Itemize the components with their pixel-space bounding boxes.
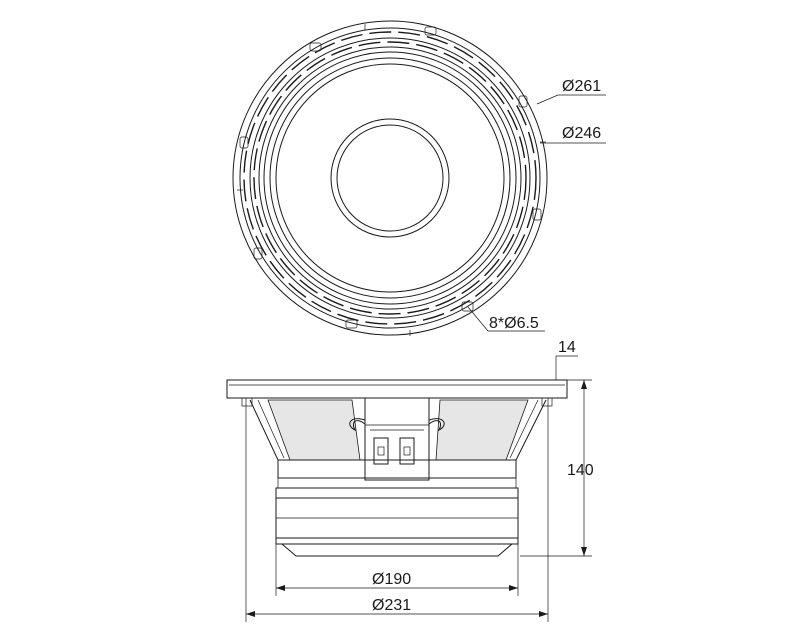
dim-140-arrow-top [581,380,587,389]
dim-231-arrow-left [246,611,255,617]
top-plate [275,487,519,499]
leader-frame-outer [536,94,559,105]
dim-190-arrow-left [276,585,285,591]
surround-outer [253,41,527,315]
mounting-hole [309,42,322,52]
dust-cap-inner [336,124,444,232]
surround-ring-2 [263,51,517,305]
dim-140-arrow-bottom [581,547,587,556]
mounting-holes [239,26,542,329]
frame-outer-ring [232,20,548,336]
basket-band [277,459,517,479]
back-plate [275,537,519,545]
spider-left [349,418,366,432]
flange-outer [226,379,568,399]
mounting-hole [345,319,358,329]
mounting-hole [239,136,249,149]
dimension-lines [245,355,592,622]
basket-right-inner [509,399,539,459]
mounting-hole [518,95,528,108]
front-view [232,20,606,336]
flange-step-right [541,397,553,407]
label-overall-depth: 140 [567,462,594,479]
terminal-left [373,437,389,465]
label-cutout-diameter: Ø231 [372,597,411,614]
label-magnet-diameter: Ø190 [372,571,411,588]
label-mounting-holes: 8*Ø6.5 [489,315,539,332]
frame-ring-3 [249,37,531,319]
terminal-right-inner [403,446,411,456]
basket-left-inner [257,399,285,459]
terminal-right [399,437,415,465]
leader-holes [467,306,489,332]
surround-ring-3 [269,57,511,299]
flange-step-left [241,397,253,407]
center-pole [364,397,430,481]
mounting-hole [461,301,474,312]
mounting-hole-track [243,31,537,325]
dim-231-arrow-right [539,611,548,617]
surround-ring-1 [258,46,522,310]
terminal-left-inner [377,446,385,456]
mounting-hole [532,208,542,221]
cone-left [267,399,361,461]
dim-190-arrow-right [509,585,518,591]
cone-edge [275,63,505,293]
cone-right [435,399,529,461]
frame-ring-2 [239,27,541,329]
mounting-hole [424,26,437,36]
label-frame-outer-diameter: Ø261 [562,78,601,95]
spider-right [428,418,445,432]
dust-cap-outer [330,118,450,238]
label-bolt-circle-diameter: Ø246 [562,125,601,142]
mounting-hole [253,247,263,260]
magnet-bottom [281,543,513,557]
label-flange-thickness: 14 [558,339,576,356]
terminals [373,437,415,465]
side-view [226,379,568,557]
